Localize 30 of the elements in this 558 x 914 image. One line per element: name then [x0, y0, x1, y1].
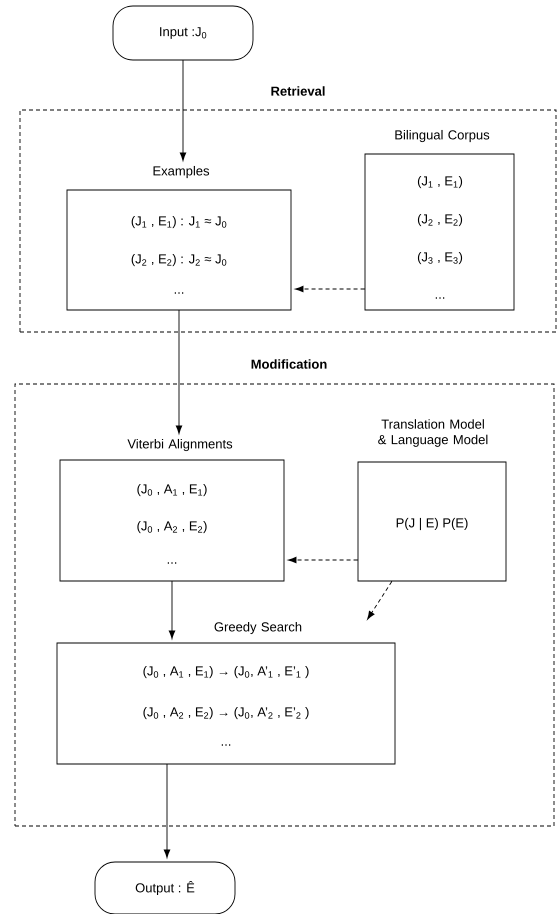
- box-text: P(J | E) P(E): [396, 518, 468, 530]
- box-text: (J$_{2}$ , E$_{2}$): [418, 214, 462, 226]
- arrow: [367, 581, 392, 620]
- box-text: (J$_{1}$ , E$_{1}$): [418, 176, 462, 188]
- section-title: Retrieval: [271, 86, 325, 96]
- box-text: (J$_{0}$ , A$_{2}$ , E$_{2}$): [137, 520, 207, 534]
- arrow: [294, 286, 365, 292]
- terminal-pill: Output : Ê: [94, 862, 236, 914]
- box-title: Examples: [154, 166, 210, 178]
- box-title: Translation Model & Language Model: [378, 419, 488, 447]
- box-text: (J$_{1}$ , E$_{1}$) : J$_{1}$ ≈ J$_{0}$: [132, 216, 226, 228]
- arrow: [168, 581, 176, 640]
- box-text: (J$_{2}$ , E$_{2}$) : J$_{2}$ ≈ J$_{0}$: [132, 254, 226, 266]
- box-text: (J$_{3}$ , E$_{3}$): [418, 252, 462, 264]
- box-text: (J$_{0}$ , A$_{1}$ , E$_{1}$): [137, 484, 207, 496]
- box-text: ...: [168, 562, 176, 564]
- section-title: Modification: [252, 359, 326, 369]
- box-title: Bilingual Corpus: [395, 130, 490, 142]
- arrow: [176, 310, 182, 434]
- arrow: [164, 764, 170, 858]
- box-title: Greedy Search: [214, 622, 302, 634]
- arrow: [180, 60, 186, 161]
- box-text: ...: [174, 292, 184, 294]
- terminal-pill: Input :J$_{0}$: [112, 6, 254, 60]
- box-text: (J$_{0}$ , A$_{2}$ , E$_{2}$) → (J$_{0}$, A’$_{2}$ , E’$_{2}$ ): [143, 706, 309, 720]
- box-text: ...: [436, 297, 444, 299]
- arrow: [288, 556, 358, 564]
- box-title: Viterbi Alignments: [127, 438, 232, 452]
- box-text: (J$_{0}$ , A$_{1}$ , E$_{1}$) → (J$_{0}$, A’$_{1}$ , E’$_{1}$ ): [143, 666, 309, 678]
- box-text: ...: [222, 744, 230, 746]
